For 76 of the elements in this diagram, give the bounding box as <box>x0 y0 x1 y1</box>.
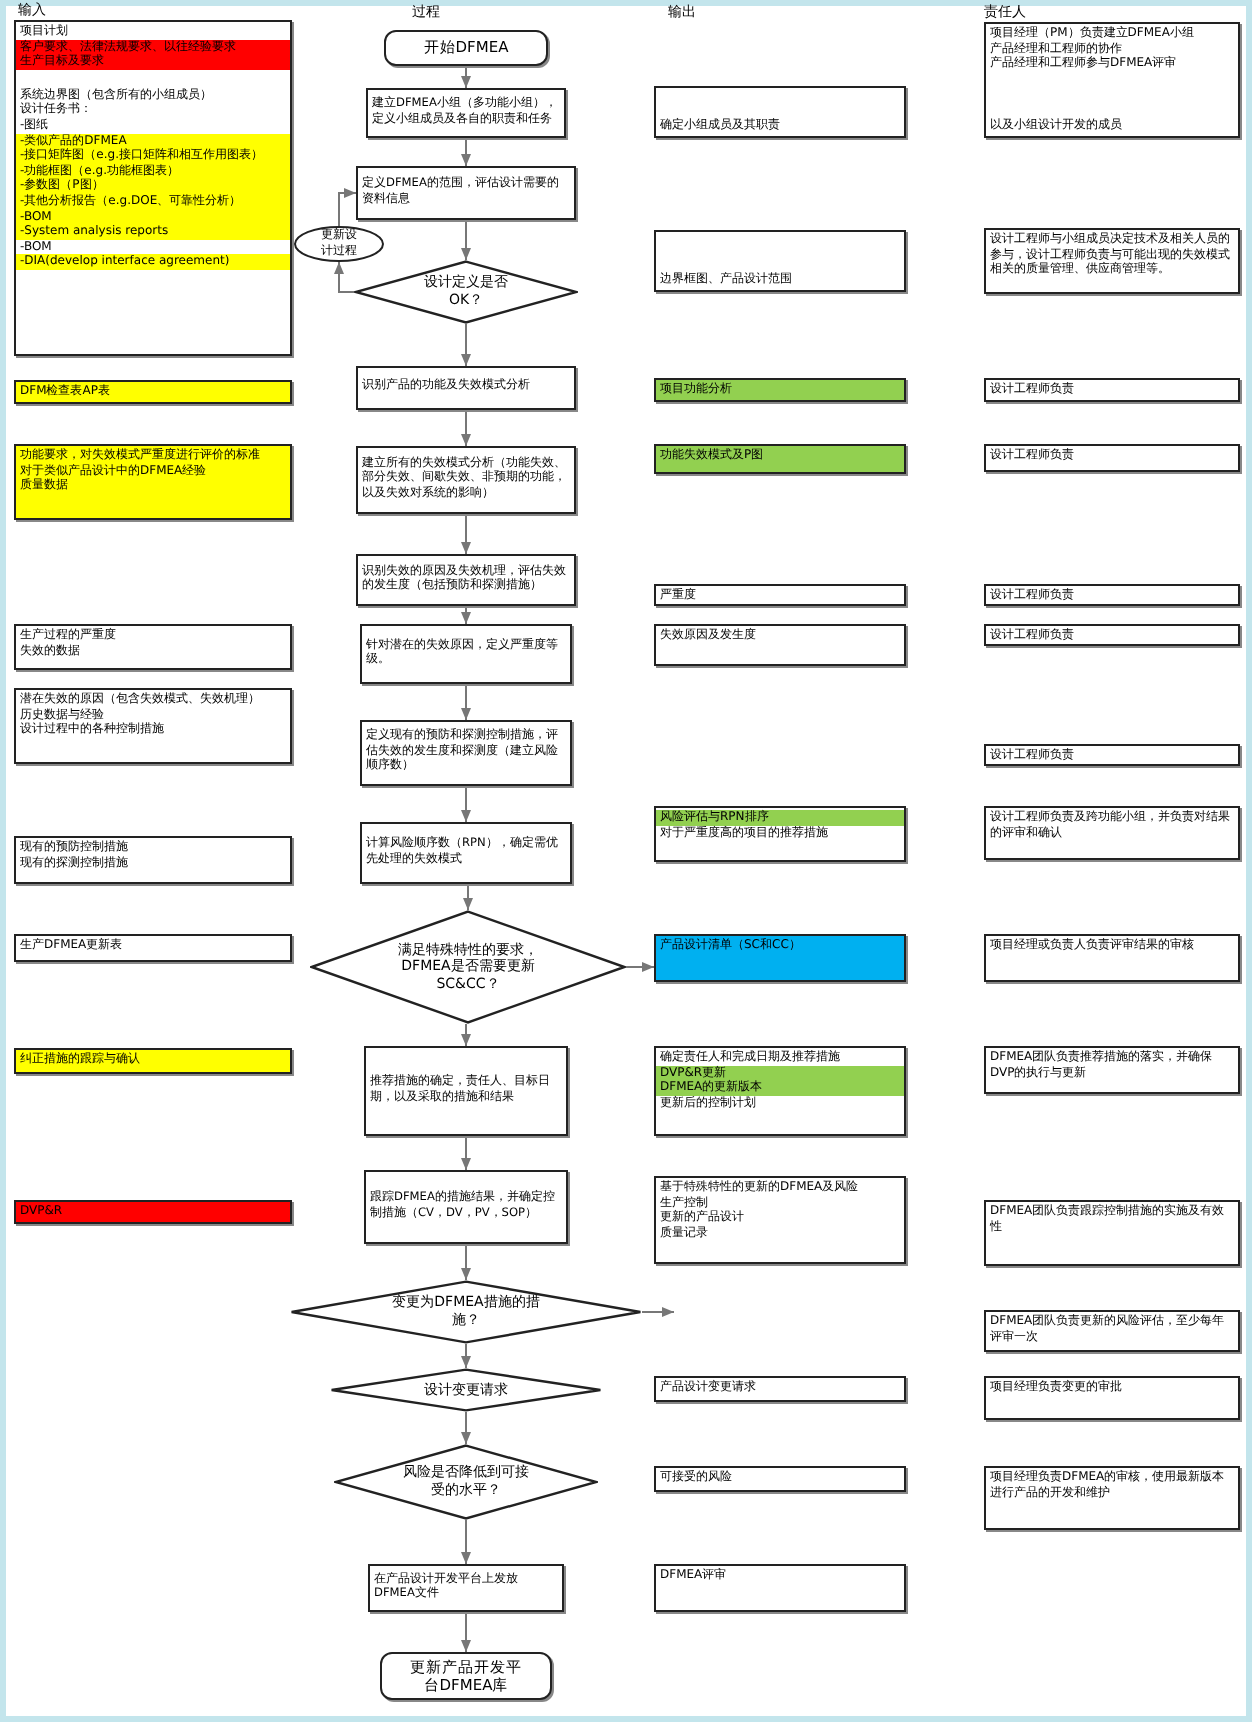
decision-diamond <box>310 910 626 1024</box>
flow-arrow <box>461 1411 471 1445</box>
terminal-box <box>380 1652 552 1700</box>
flow-arrow <box>461 65 471 89</box>
flow-arrow <box>461 785 471 823</box>
flow-arrow <box>461 1243 471 1281</box>
process-box <box>366 88 566 138</box>
output-box <box>654 444 906 474</box>
output-box <box>654 584 906 606</box>
output-box <box>654 624 906 666</box>
output-box <box>654 934 906 982</box>
responsibility-box <box>984 744 1240 766</box>
flow-arrow <box>461 137 471 167</box>
responsibility-box <box>984 1310 1240 1352</box>
responsibility-box <box>984 1046 1240 1094</box>
input-box <box>14 380 292 404</box>
input-box <box>14 934 292 962</box>
output-box <box>654 1466 906 1492</box>
decision-diamond <box>330 1368 602 1412</box>
responsibility-box <box>984 1376 1240 1420</box>
responsibility-box <box>984 228 1240 294</box>
output-box <box>654 230 906 292</box>
input-box <box>14 836 292 884</box>
process-box <box>360 822 572 884</box>
process-box <box>368 1564 564 1612</box>
output-box <box>654 1046 906 1136</box>
input-box <box>14 20 292 356</box>
responsibility-box <box>984 624 1240 646</box>
responsibility-box <box>984 806 1240 860</box>
flow-arrow <box>461 513 471 555</box>
responsibility-box <box>984 378 1240 402</box>
responsibility-box <box>984 934 1240 982</box>
responsibility-box <box>984 1466 1240 1530</box>
process-box <box>356 446 576 514</box>
process-box <box>360 624 572 684</box>
process-box <box>360 720 572 786</box>
terminal-box <box>384 30 548 66</box>
responsibility-box <box>984 584 1240 606</box>
input-box <box>14 1200 292 1224</box>
flow-arrow <box>461 219 471 261</box>
process-box <box>356 166 576 220</box>
flow-arrow <box>463 883 473 911</box>
output-box <box>654 1176 906 1264</box>
flow-arrow <box>338 188 357 227</box>
flow-arrow <box>461 323 471 367</box>
responsibility-box <box>984 22 1240 138</box>
flow-arrow <box>461 605 471 625</box>
flow-arrow <box>334 261 355 293</box>
flow-arrow <box>461 1343 471 1369</box>
loop-ellipse <box>294 226 384 262</box>
flow-arrow <box>625 962 655 972</box>
flow-arrow <box>461 1519 471 1565</box>
output-box <box>654 378 906 402</box>
decision-diamond <box>334 1444 598 1520</box>
decision-diamond <box>354 260 578 324</box>
flow-arrow <box>641 1307 675 1317</box>
flow-arrow <box>461 1023 471 1047</box>
process-box <box>364 1170 568 1244</box>
output-box <box>654 806 906 862</box>
flow-arrow <box>461 409 471 447</box>
process-box <box>356 366 576 410</box>
output-box <box>654 1376 906 1402</box>
flow-arrow <box>461 1135 471 1171</box>
output-box <box>654 86 906 138</box>
input-box <box>14 688 292 764</box>
input-box <box>14 444 292 520</box>
process-box <box>364 1046 568 1136</box>
flow-arrow <box>461 1611 471 1653</box>
output-box <box>654 1564 906 1612</box>
responsibility-box <box>984 444 1240 472</box>
input-box <box>14 624 292 670</box>
decision-diamond <box>290 1280 642 1344</box>
responsibility-box <box>984 1200 1240 1266</box>
input-box <box>14 1048 292 1074</box>
process-box <box>356 554 576 606</box>
flow-arrow <box>461 683 471 721</box>
